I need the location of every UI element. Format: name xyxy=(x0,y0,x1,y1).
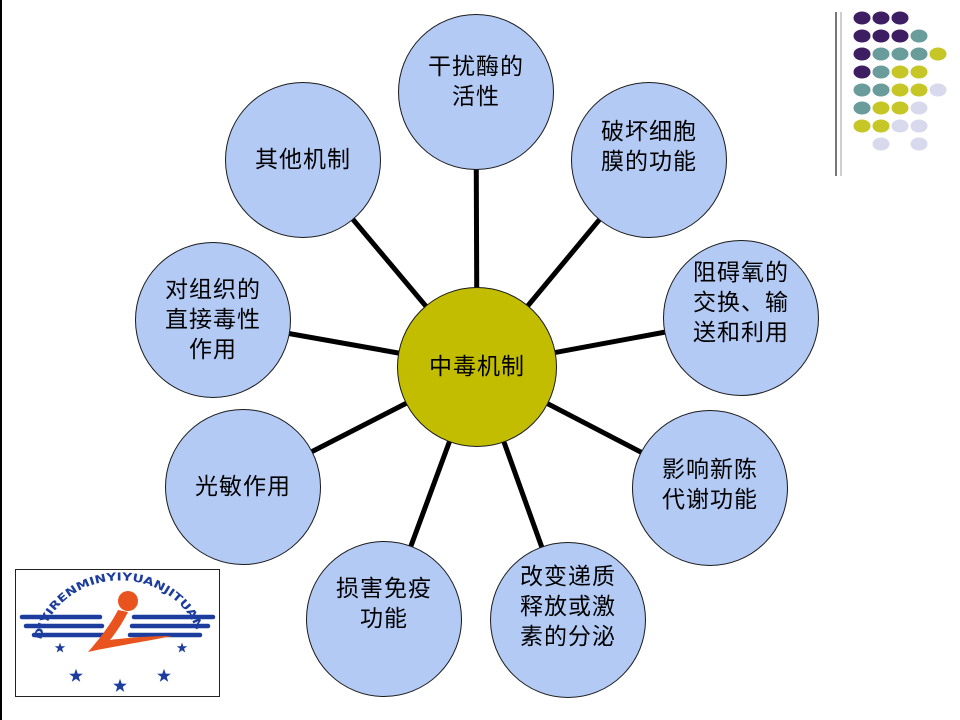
logo-figure-body xyxy=(88,610,172,652)
decor-dot xyxy=(891,65,909,79)
decor-dot xyxy=(872,119,890,133)
node-label-line: 其他机制 xyxy=(255,147,351,173)
decor-dot xyxy=(853,29,871,43)
node-label-line: 改变递质 xyxy=(520,564,616,590)
node-label-line: 功能 xyxy=(360,606,408,632)
decor-dot xyxy=(891,29,909,43)
node-label-line: 直接毒性 xyxy=(165,307,261,333)
node-photosensitization: 光敏作用 xyxy=(165,409,321,565)
node-label-line: 阻碍氧的 xyxy=(693,260,789,286)
decor-dot xyxy=(853,65,871,79)
node-impair-immunity: 损害免疫 功能 xyxy=(306,541,462,697)
decor-dot xyxy=(910,29,928,43)
logo-star-icon xyxy=(176,642,188,653)
decor-dot xyxy=(910,101,928,115)
decor-dot xyxy=(891,47,909,61)
decor-dot xyxy=(872,83,890,97)
node-label-line: 活性 xyxy=(452,84,500,110)
center-node-label: 中毒机制 xyxy=(429,354,525,380)
node-label-line: 干扰酶的 xyxy=(428,54,524,80)
node-label-line: 影响新陈 xyxy=(662,457,758,483)
node-label-line: 损害免疫 xyxy=(336,576,432,602)
node-interfere-enzyme-activity: 干扰酶的 活性 xyxy=(398,14,554,170)
logo-star-icon xyxy=(113,678,127,692)
logo-star-icon xyxy=(69,668,83,682)
decor-dot xyxy=(891,83,909,97)
logo-figure-head xyxy=(118,591,138,611)
decor-dot xyxy=(853,11,871,25)
decor-dot xyxy=(910,119,928,133)
decor-dot xyxy=(910,83,928,97)
node-label-line: 素的分泌 xyxy=(520,624,616,650)
node-damage-cell-membrane: 破坏细胞 膜的功能 xyxy=(571,82,727,238)
node-hinder-oxygen-transport: 阻碍氧的 交换、输 送和利用 xyxy=(663,240,819,396)
node-label-line: 对组织的 xyxy=(165,277,261,303)
decor-dot xyxy=(872,11,890,25)
decor-dot xyxy=(872,47,890,61)
hospital-logo: DIYIRENMINYIYUANJITUAN xyxy=(15,569,220,697)
decor-dot-grid xyxy=(853,11,947,151)
slide-left-border xyxy=(0,0,2,720)
decor-dot xyxy=(853,119,871,133)
decor-dot xyxy=(853,101,871,115)
node-label-line: 破坏细胞 xyxy=(601,119,697,145)
node-affect-metabolism: 影响新陈 代谢功能 xyxy=(632,410,788,566)
logo-star-icon xyxy=(157,668,171,682)
decor-dot xyxy=(910,137,928,151)
decor-dot xyxy=(929,83,947,97)
logo-arc-lettering: DIYIRENMINYIYUANJITUAN xyxy=(31,570,205,641)
decor-dot xyxy=(872,65,890,79)
node-label-line: 释放或激 xyxy=(520,594,616,620)
node-alter-transmitter-hormone: 改变递质 释放或激 素的分泌 xyxy=(490,542,646,698)
node-label-line: 光敏作用 xyxy=(195,474,291,500)
decor-dot xyxy=(853,47,871,61)
node-other-mechanisms: 其他机制 xyxy=(225,82,381,238)
decor-dot xyxy=(891,119,909,133)
logo-figure xyxy=(88,591,172,652)
logo-stars xyxy=(54,642,188,692)
node-label-line: 作用 xyxy=(189,337,237,363)
decor-dot xyxy=(910,65,928,79)
decor-dot xyxy=(891,101,909,115)
decor-dot xyxy=(853,83,871,97)
decor-dot xyxy=(872,101,890,115)
decor-dot xyxy=(929,47,947,61)
logo-arc-text: DIYIRENMINYIYUANJITUAN xyxy=(31,570,205,641)
decor-dot xyxy=(872,29,890,43)
corner-decoration xyxy=(835,11,947,176)
logo-star-icon xyxy=(54,642,66,653)
logo-left-wing xyxy=(19,614,107,638)
decor-dot xyxy=(872,137,890,151)
decor-dot xyxy=(910,47,928,61)
logo-right-wing xyxy=(127,614,216,638)
center-node-toxic-mechanism: 中毒机制 xyxy=(397,287,557,447)
decor-dot xyxy=(891,11,909,25)
node-label-line: 代谢功能 xyxy=(662,487,758,513)
hospital-logo-graphic: DIYIRENMINYIYUANJITUAN xyxy=(19,570,216,692)
node-label-line: 送和利用 xyxy=(693,320,789,346)
node-direct-tissue-toxicity: 对组织的 直接毒性 作用 xyxy=(135,242,291,398)
node-label-line: 膜的功能 xyxy=(601,149,697,175)
node-label-line: 交换、输 xyxy=(693,290,789,316)
